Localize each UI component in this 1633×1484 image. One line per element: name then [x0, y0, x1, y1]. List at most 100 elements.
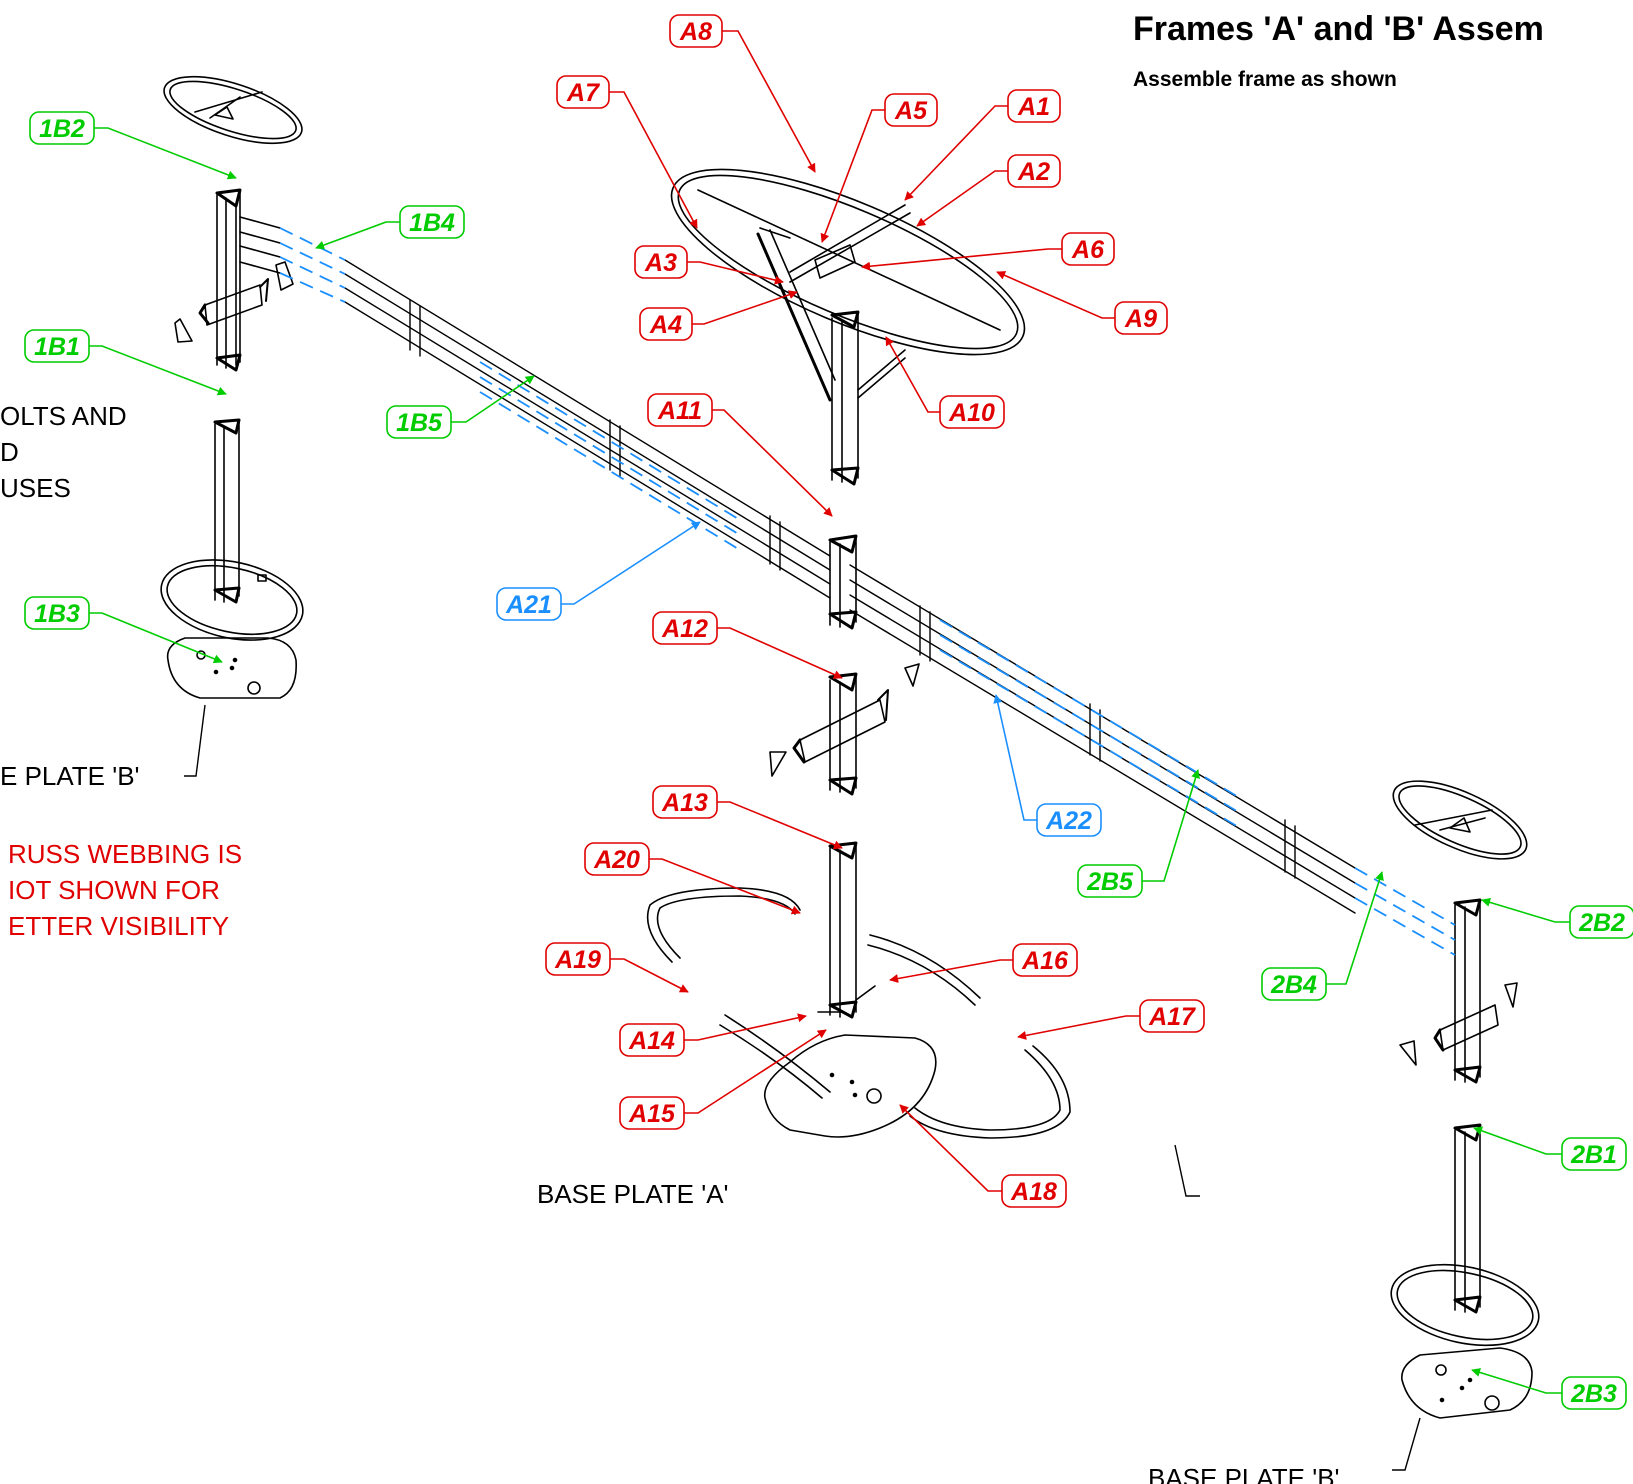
left-base-plate	[166, 637, 297, 699]
callout-1B4: 1B4	[315, 205, 465, 250]
webbing-note-line-3: ETTER VISIBILITY	[8, 911, 230, 941]
callout-label: A14	[628, 1027, 675, 1055]
right-top-ring	[1392, 780, 1528, 860]
callout-1B5: 1B5	[386, 375, 535, 439]
callout-leader-arrow	[1326, 871, 1384, 985]
callout-leader-arrow	[722, 30, 816, 173]
callout-leader-arrow	[993, 694, 1037, 821]
base-plate-b-left-label: E PLATE 'B'	[0, 761, 140, 791]
callout-label: 2B2	[1578, 909, 1625, 937]
callout-label: A13	[661, 789, 708, 817]
callout-leader-arrow	[820, 109, 885, 243]
callout-label: 1B2	[39, 115, 85, 143]
callout-A8: A8	[669, 14, 816, 173]
callout-leader-arrow	[89, 345, 227, 396]
callout-label: 2B1	[1570, 1141, 1617, 1169]
callout-A2: A2	[916, 154, 1061, 227]
callout-label: A9	[1124, 305, 1157, 333]
callout-leader-arrow	[315, 221, 400, 250]
callout-label: 1B1	[34, 333, 80, 361]
callout-leader-arrow	[885, 336, 940, 413]
callout-A20: A20	[584, 842, 801, 915]
callout-leader-arrow	[1142, 769, 1200, 882]
callout-A1: A1	[904, 89, 1061, 201]
centre-mid-truss	[828, 534, 858, 630]
callout-label: A19	[554, 946, 601, 974]
callout-leader-arrow	[609, 91, 698, 229]
callout-A17: A17	[1017, 999, 1205, 1040]
callout-label: A21	[505, 591, 552, 619]
page-subtitle: Assemble frame as shown	[1133, 68, 1397, 91]
callout-2B3: 2B3	[1471, 1368, 1627, 1410]
callout-label: 1B5	[396, 409, 443, 437]
callout-A21: A21	[496, 521, 701, 621]
callout-leader-arrow	[1471, 1368, 1562, 1394]
callout-label: A10	[948, 399, 995, 427]
callout-label: A6	[1071, 236, 1105, 264]
callout-1B1: 1B1	[24, 329, 227, 396]
main-rail-right	[849, 564, 1356, 914]
callout-A16: A16	[889, 943, 1078, 983]
callout-label: 2B3	[1570, 1380, 1617, 1408]
base-plate-b-right-label: BASE PLATE 'B'	[1148, 1463, 1340, 1484]
callout-A18: A18	[899, 1104, 1067, 1208]
callout-label: A1	[1017, 93, 1050, 121]
callout-leader-arrow	[1473, 1126, 1562, 1155]
callout-1B2: 1B2	[29, 111, 237, 180]
callout-leader-arrow	[610, 958, 689, 993]
callout-label: A7	[566, 79, 600, 107]
callout-label: 1B3	[34, 600, 80, 628]
callout-label: 2B5	[1086, 868, 1134, 896]
callout-label: A3	[644, 249, 677, 277]
callout-leader-arrow	[692, 290, 798, 325]
callout-A11: A11	[647, 393, 833, 517]
right-base-plate	[1401, 1347, 1533, 1419]
centre-lower-truss	[817, 841, 876, 1019]
page-title: Frames 'A' and 'B' Assem	[1133, 10, 1544, 48]
left-lower-truss	[160, 418, 304, 641]
callout-label: A11	[657, 397, 702, 425]
webbing-note: RUSS WEBBING IS IOT SHOWN FOR ETTER VISI…	[8, 836, 242, 944]
callout-leader-arrow	[916, 170, 1008, 227]
left-upper-truss	[174, 188, 294, 372]
right-lower-truss	[1390, 1123, 1540, 1347]
callout-2B5: 2B5	[1077, 769, 1200, 898]
callout-A10: A10	[885, 336, 1005, 429]
frame-drawing	[160, 75, 1540, 1419]
callout-label: A15	[628, 1100, 676, 1128]
callout-leader-arrow	[996, 271, 1115, 319]
callout-label: 1B4	[409, 209, 455, 237]
callout-label: A18	[1010, 1178, 1057, 1206]
callout-leader-arrow	[684, 1013, 807, 1041]
main-rail-left	[344, 259, 831, 599]
callout-label: A20	[593, 846, 640, 874]
callout-label: A5	[894, 97, 928, 125]
callout-leader-arrow	[717, 801, 843, 850]
callout-leader-arrow	[861, 248, 1062, 271]
centre-upper-truss	[830, 310, 906, 486]
centre-base-plate	[763, 1034, 937, 1138]
bolts-note-line-2: D	[0, 437, 19, 467]
callout-leader-arrow	[684, 1029, 827, 1114]
callout-A6: A6	[861, 232, 1115, 271]
callout-leader-arrow	[712, 409, 833, 517]
callout-2B1: 2B1	[1473, 1126, 1627, 1171]
right-upper-truss	[1399, 898, 1518, 1084]
base-plate-a-label: BASE PLATE 'A'	[537, 1179, 729, 1209]
callout-label: A17	[1148, 1003, 1196, 1031]
callout-leader-arrow	[904, 105, 1008, 201]
callout-leader-arrow	[717, 627, 843, 679]
callout-A12: A12	[652, 611, 843, 679]
callout-leader-arrow	[451, 375, 535, 423]
callout-2B2: 2B2	[1481, 898, 1633, 939]
callout-2B4: 2B4	[1261, 871, 1384, 1001]
bolts-note-line-1: OLTS AND	[0, 401, 127, 431]
callout-leader-arrow	[649, 858, 801, 915]
base-plate-b-left-leader	[184, 704, 206, 777]
callout-A15: A15	[619, 1029, 827, 1130]
callout-A14: A14	[619, 1013, 807, 1057]
bolts-note: OLTS AND D USES	[0, 398, 127, 506]
callout-label: A16	[1021, 947, 1069, 975]
